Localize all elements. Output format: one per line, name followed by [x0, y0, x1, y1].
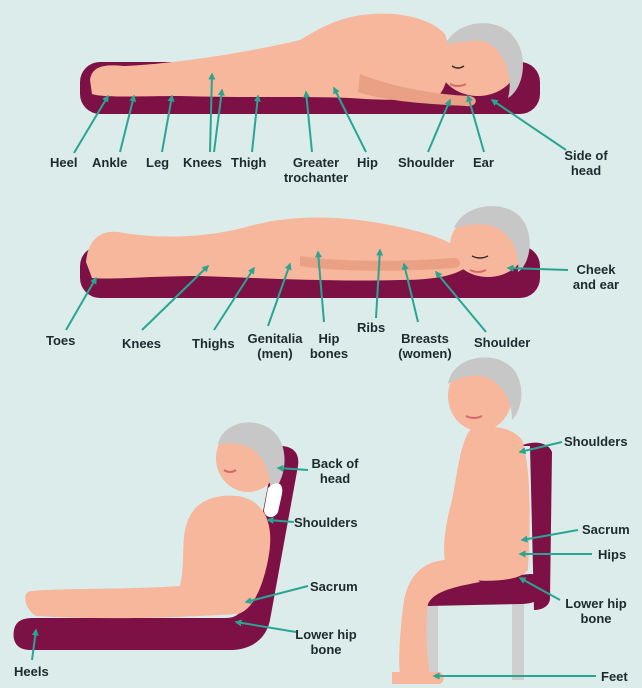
label-knees-prone: Knees	[122, 336, 161, 351]
label-heels: Heels	[14, 664, 49, 679]
label-lower-hip-bone-seated: Lower hip bone	[558, 596, 634, 626]
label-breasts-line2: (women)	[390, 346, 460, 361]
label-lower-hip-bone-reclined-line2: bone	[288, 642, 364, 657]
label-thigh: Thigh	[231, 155, 266, 170]
label-lower-hip-bone-reclined: Lower hip bone	[288, 627, 364, 657]
label-hips: Hips	[598, 547, 626, 562]
label-side-of-head-line1: Side of	[556, 148, 616, 163]
label-side-of-head: Side of head	[556, 148, 616, 178]
label-greater-trochanter: Greater trochanter	[280, 155, 352, 185]
prone-figure	[80, 206, 540, 298]
label-genitalia-line2: (men)	[240, 346, 310, 361]
label-ear: Ear	[473, 155, 494, 170]
label-thighs: Thighs	[192, 336, 235, 351]
label-cheek-and-ear-line1: Cheek	[566, 262, 626, 277]
label-shoulders-seated: Shoulders	[564, 434, 628, 449]
reclined-figure	[14, 422, 299, 650]
label-hip: Hip	[357, 155, 378, 170]
label-breasts: Breasts (women)	[390, 331, 460, 361]
seated-body	[444, 427, 530, 581]
label-hip-bones-line2: bones	[304, 346, 354, 361]
label-lower-hip-bone-seated-line2: bone	[558, 611, 634, 626]
label-feet: Feet	[601, 669, 628, 684]
label-back-of-head-line1: Back of	[306, 456, 364, 471]
label-back-of-head-line2: head	[306, 471, 364, 486]
label-breasts-line1: Breasts	[390, 331, 460, 346]
side-lying-figure	[80, 14, 540, 114]
label-back-of-head: Back of head	[306, 456, 364, 486]
label-lower-hip-bone-reclined-line1: Lower hip	[288, 627, 364, 642]
label-cheek-and-ear: Cheek and ear	[566, 262, 626, 292]
label-hip-bones-line1: Hip	[304, 331, 354, 346]
label-cheek-and-ear-line2: and ear	[566, 277, 626, 292]
reclined-body	[25, 496, 270, 619]
label-genitalia-line1: Genitalia	[240, 331, 310, 346]
label-toes: Toes	[46, 333, 75, 348]
label-genitalia: Genitalia (men)	[240, 331, 310, 361]
seated-feet	[392, 672, 444, 684]
seated-chair-leg-2	[512, 596, 524, 680]
label-ankle: Ankle	[92, 155, 127, 170]
label-knees: Knees	[183, 155, 222, 170]
seated-figure	[392, 357, 552, 684]
label-greater-trochanter-line2: trochanter	[280, 170, 352, 185]
seated-legs	[399, 560, 480, 676]
label-greater-trochanter-line1: Greater	[280, 155, 352, 170]
label-shoulders-reclined: Shoulders	[294, 515, 358, 530]
label-leg: Leg	[146, 155, 169, 170]
label-heel: Heel	[50, 155, 77, 170]
label-side-of-head-line2: head	[556, 163, 616, 178]
label-shoulder-prone: Shoulder	[474, 335, 530, 350]
label-ribs: Ribs	[357, 320, 385, 335]
label-shoulder: Shoulder	[398, 155, 454, 170]
label-hip-bones: Hip bones	[304, 331, 354, 361]
label-lower-hip-bone-seated-line1: Lower hip	[558, 596, 634, 611]
prone-body	[86, 217, 470, 280]
label-sacrum-reclined: Sacrum	[310, 579, 358, 594]
label-sacrum-seated: Sacrum	[582, 522, 630, 537]
